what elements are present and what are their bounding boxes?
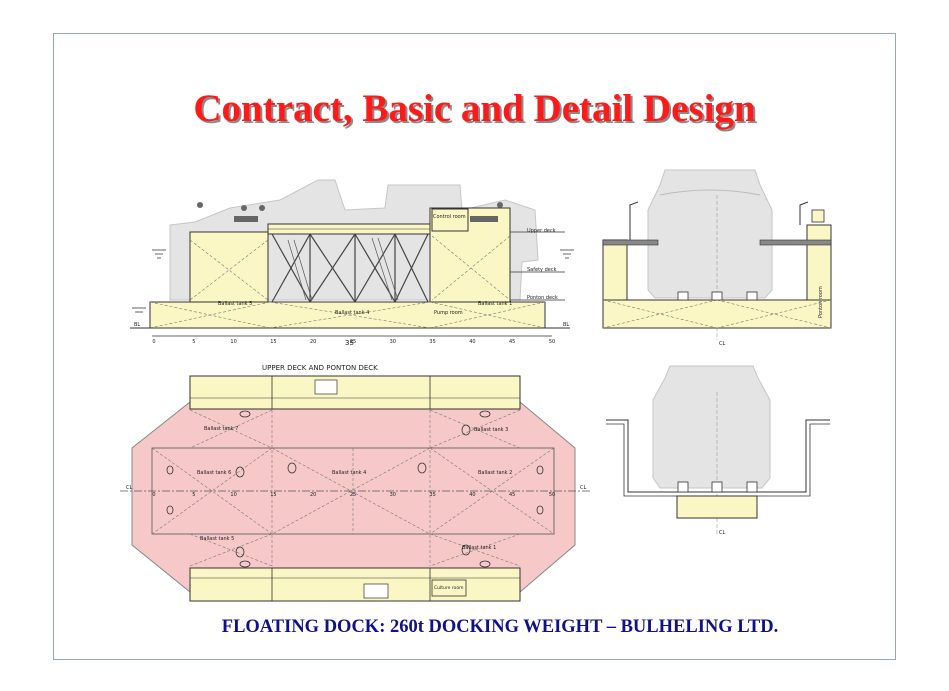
side-frame-number: 30 bbox=[390, 339, 396, 345]
plan-frame-number: 40 bbox=[469, 492, 475, 498]
label-ballast-tank-5: Ballast tank 5 bbox=[218, 301, 252, 307]
plan-label-cl-right: CL bbox=[580, 485, 586, 491]
plan-frame-number: 10 bbox=[230, 492, 236, 498]
label-ponton-deck: Ponton deck bbox=[527, 295, 558, 301]
plan-frame-number: 45 bbox=[509, 492, 515, 498]
label-ballast-tank-4: Ballast tank 4 bbox=[335, 310, 369, 316]
plan-label-ballast-tank-2: Ballast tank 2 bbox=[478, 470, 512, 476]
side-elevation: Control room Upper deck Safety deck Pont… bbox=[130, 179, 574, 347]
plan-label-culture-room: Culture room bbox=[434, 585, 463, 591]
side-frame-number: 20 bbox=[310, 339, 316, 345]
plan-label-cl-left: CL bbox=[126, 485, 132, 491]
label-control-room: Control room bbox=[433, 214, 466, 220]
slide-title: Contract, Basic and Detail Design bbox=[193, 87, 756, 130]
label-ballast-tank-1: Ballast tank 1 bbox=[478, 301, 512, 307]
side-frame-number: 15 bbox=[270, 339, 276, 345]
plan-label-ballast-tank-5: Ballast tank 5 bbox=[200, 536, 234, 542]
label-center-mark: 35 bbox=[345, 339, 354, 347]
plan-frame-number: 30 bbox=[390, 492, 396, 498]
label-bl-left: BL bbox=[134, 322, 140, 328]
plan-label-ballast-tank-3: Ballast tank 3 bbox=[474, 427, 508, 433]
label-upper-deck: Upper deck bbox=[527, 228, 556, 234]
plan-frame-number: 0 bbox=[152, 492, 155, 498]
plan-heading: UPPER DECK AND PONTON DECK bbox=[262, 364, 378, 372]
plan-label-ballast-tank-4: Ballast tank 4 bbox=[332, 470, 366, 476]
section-upper: Ponton room CL bbox=[602, 169, 832, 347]
plan-frame-number: 15 bbox=[270, 492, 276, 498]
plan-frame-number: 20 bbox=[310, 492, 316, 498]
plan-frame-number: 50 bbox=[549, 492, 555, 498]
plan-frame-number: 25 bbox=[350, 492, 356, 498]
plan-label-ballast-tank-1: Ballast tank 1 bbox=[462, 545, 496, 551]
side-frame-number: 5 bbox=[192, 339, 195, 345]
slide-frame bbox=[53, 33, 896, 660]
side-frame-number: 45 bbox=[509, 339, 515, 345]
label-bl-right: BL bbox=[563, 322, 569, 328]
side-frame-number: 25 bbox=[350, 339, 356, 345]
plan-frame-numbers: 0 5 10 15 20 25 30 35 40 45 50 bbox=[152, 492, 555, 498]
plan-frame-number: 5 bbox=[192, 492, 195, 498]
slide-caption: FLOATING DOCK: 260t DOCKING WEIGHT – BUL… bbox=[221, 617, 779, 637]
side-frame-number: 10 bbox=[230, 339, 236, 345]
plan-label-ballast-tank-6: Ballast tank 6 bbox=[197, 470, 231, 476]
label-ponton-room: Ponton room bbox=[818, 286, 824, 318]
side-frame-number: 0 bbox=[152, 339, 155, 345]
plan-view: UPPER DECK AND PONTON DECK bbox=[120, 364, 590, 602]
side-frame-number: 35 bbox=[429, 339, 435, 345]
label-cl-upper-section: CL bbox=[719, 341, 725, 347]
label-safety-deck: Safety deck bbox=[527, 267, 557, 273]
side-frame-number: 50 bbox=[549, 339, 555, 345]
side-frame-number: 40 bbox=[469, 339, 475, 345]
label-cl-lower-section: CL bbox=[719, 530, 725, 536]
plan-label-ballast-tank-7: Ballast tank 7 bbox=[204, 426, 238, 432]
label-pump-room: Pump room bbox=[434, 310, 463, 316]
section-lower: CL bbox=[606, 365, 830, 536]
plan-frame-number: 35 bbox=[429, 492, 435, 498]
side-frame-numbers: 0 5 10 15 20 25 30 35 40 45 50 bbox=[152, 339, 555, 345]
